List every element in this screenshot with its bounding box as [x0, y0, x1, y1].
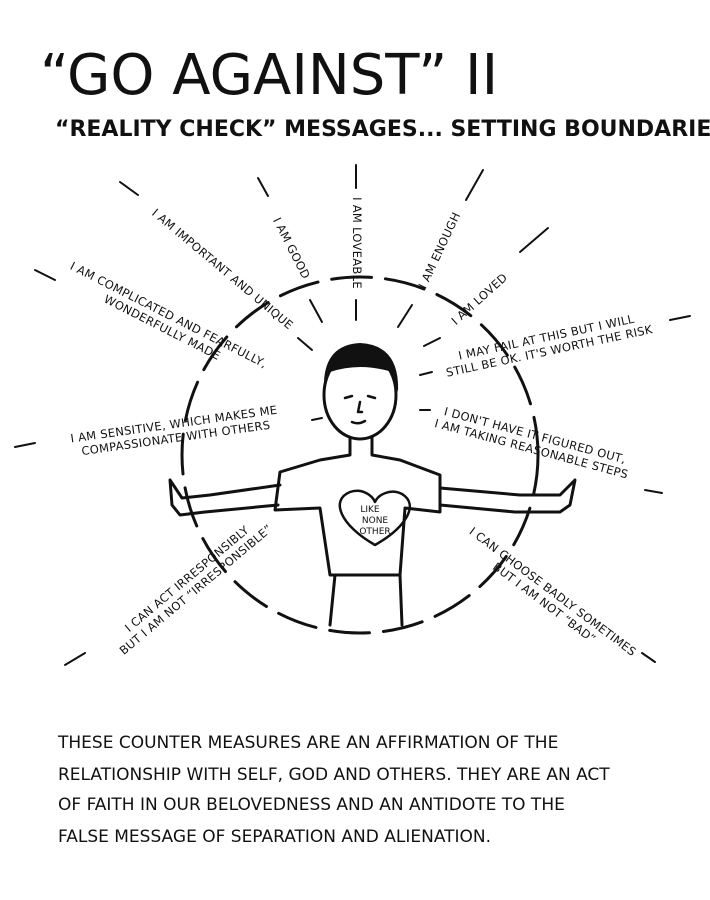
footer-line-2: RELATIONSHIP WITH SELF, GOD AND OTHERS. …	[58, 765, 610, 785]
line-2: BUT I AM NOT “BAD”	[490, 560, 598, 646]
heart-line-3: OTHER	[359, 527, 390, 537]
boundary-circle	[180, 275, 540, 635]
footer-line-3: OF FAITH IN OUR BELOVEDNESS AND AN ANTID…	[58, 795, 565, 815]
line-1: I CAN CHOOSE BADLY SOMETIMES	[467, 524, 639, 659]
line-2: BUT I AM NOT “IRRESPONSIBLE”	[117, 522, 275, 658]
affirmation-fail: I MAY FAIL AT THIS BUT I WILL STILL BE O…	[445, 312, 654, 380]
affirmation-sensitive: I AM SENSITIVE, WHICH MAKES ME COMPASSIO…	[70, 403, 279, 459]
subtitle: “REALITY CHECK” MESSAGES... SETTING BOUN…	[55, 117, 710, 142]
heart-text: LIKE NONE OTHER	[359, 505, 390, 537]
person-figure: LIKE NONE OTHER	[168, 343, 577, 627]
footer-paragraph: THESE COUNTER MEASURES ARE AN AFFIRMATIO…	[57, 733, 610, 847]
footer-line-4: FALSE MESSAGE OF SEPARATION AND ALIENATI…	[58, 827, 491, 847]
affirmation-choose: I CAN CHOOSE BADLY SOMETIMES BUT I AM NO…	[467, 524, 639, 659]
line-1: I CAN ACT IRRESPONSIBLY	[122, 522, 252, 634]
heart-line-1: LIKE	[360, 505, 380, 515]
ray-lines	[14, 164, 691, 666]
shirt	[273, 436, 442, 577]
affirmation-irresponsible: I CAN ACT IRRESPONSIBLY BUT I AM NOT “IR…	[117, 522, 275, 658]
affirmation-loved: I AM LOVED	[449, 270, 511, 327]
affirmation-good: I AM GOOD	[270, 215, 313, 281]
title: “GO AGAINST” II	[40, 43, 498, 108]
hair	[323, 343, 399, 392]
footer-line-1: THESE COUNTER MEASURES ARE AN AFFIRMATIO…	[57, 733, 558, 753]
affirmation-enough: I AM ENOUGH	[416, 210, 464, 291]
heart-line-2: NONE	[362, 516, 389, 526]
affirmation-loveable: I AM LOVEABLE	[350, 197, 364, 289]
affirmation-figured: I DON'T HAVE IT FIGURED OUT, I AM TAKING…	[433, 404, 630, 481]
face	[343, 394, 377, 425]
heart-icon	[338, 489, 412, 547]
legs	[328, 573, 404, 627]
arms	[168, 478, 577, 517]
